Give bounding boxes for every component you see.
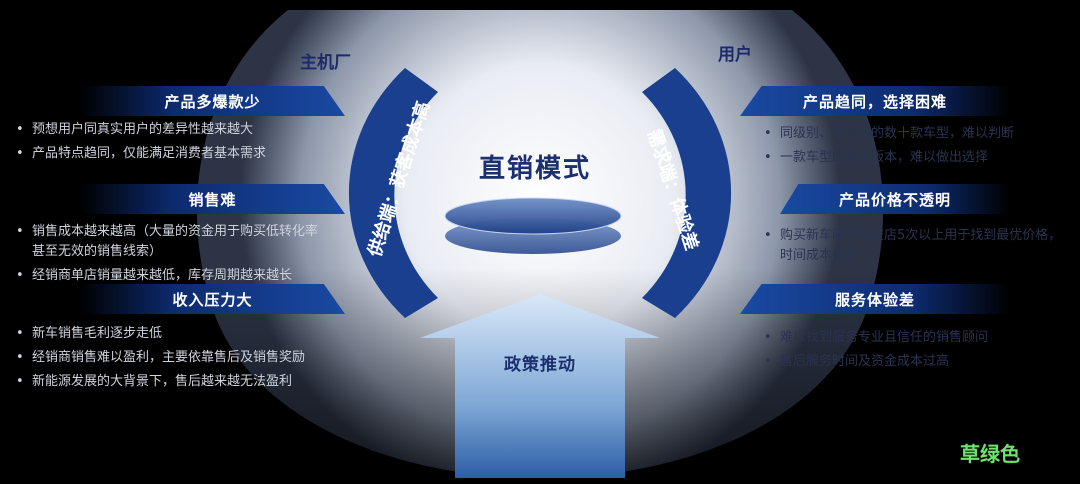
left-section-1-title: 产品多爆款少 bbox=[164, 92, 261, 111]
list-item: 经销商销售难以盈利，主要依靠售后及销售奖励 bbox=[10, 348, 430, 368]
left-section-2-banner: 销售难 bbox=[80, 184, 345, 214]
left-section-1-list: 预想用户同真实用户的差异性越来越大 产品特点趋同，仅能满足消费者基本需求 bbox=[10, 120, 330, 168]
policy-arrow bbox=[420, 294, 660, 478]
center-title: 直销模式 bbox=[478, 154, 591, 184]
list-item: 一款车型的多款版本，难以做出选择 bbox=[758, 148, 1068, 168]
policy-label: 政策推动 bbox=[504, 355, 576, 375]
demand-arc bbox=[642, 68, 732, 318]
right-section-1-title: 产品趋同，选择困难 bbox=[802, 92, 947, 111]
right-section-2-title: 产品价格不透明 bbox=[838, 190, 951, 209]
right-section-1-list: 同级别、同价位的数十款车型，难以判断 一款车型的多款版本，难以做出选择 bbox=[758, 124, 1068, 172]
left-section-3-title: 收入压力大 bbox=[172, 290, 253, 309]
list-item: 售后服务时间及资金成本过高 bbox=[758, 352, 1068, 372]
right-section-3-title: 服务体验差 bbox=[834, 290, 915, 309]
list-item: 同级别、同价位的数十款车型，难以判断 bbox=[758, 124, 1068, 144]
list-item: 经销商单店销量越来越低，库存周期越来越长 bbox=[10, 266, 330, 286]
list-item: 新能源发展的大背景下，售后越来越无法盈利 bbox=[10, 372, 430, 392]
disc-top bbox=[445, 198, 621, 234]
right-section-3-banner: 服务体验差 bbox=[740, 284, 1010, 314]
watermark-text: 草绿色 bbox=[960, 442, 1020, 466]
disc-rim bbox=[444, 197, 622, 235]
list-item: 产品特点趋同，仅能满足消费者基本需求 bbox=[10, 144, 330, 164]
left-section-2-list: 销售成本越来越高（大量的资金用于购买低转化率甚至无效的销售线索） 经销商单店销量… bbox=[10, 222, 330, 290]
list-item: 销售成本越来越高（大量的资金用于购买低转化率甚至无效的销售线索） bbox=[10, 222, 330, 262]
list-item: 预想用户同真实用户的差异性越来越大 bbox=[10, 120, 330, 140]
left-section-3-banner: 收入压力大 bbox=[80, 284, 345, 314]
right-section-1-banner: 产品趋同，选择困难 bbox=[740, 86, 1010, 116]
manufacturer-label: 主机厂 bbox=[300, 53, 351, 73]
user-label: 用户 bbox=[718, 45, 752, 65]
list-item: 新车销售毛利逐步走低 bbox=[10, 324, 430, 344]
supply-arc bbox=[348, 68, 438, 318]
left-section-2-title: 销售难 bbox=[188, 190, 237, 209]
right-section-3-list: 难以找到服务专业且信任的销售顾问 售后服务时间及资金成本过高 bbox=[758, 328, 1068, 376]
left-section-1-banner: 产品多爆款少 bbox=[80, 86, 345, 116]
right-section-2-list: 购买新车时平均进店5次以上用于找到最优价格，时间成本奇高 bbox=[758, 226, 1068, 270]
list-item: 购买新车时平均进店5次以上用于找到最优价格，时间成本奇高 bbox=[758, 226, 1068, 266]
right-section-2-banner: 产品价格不透明 bbox=[780, 184, 1010, 214]
list-item: 难以找到服务专业且信任的销售顾问 bbox=[758, 328, 1068, 348]
left-section-3-list: 新车销售毛利逐步走低 经销商销售难以盈利，主要依靠售后及销售奖励 新能源发展的大… bbox=[10, 324, 430, 396]
